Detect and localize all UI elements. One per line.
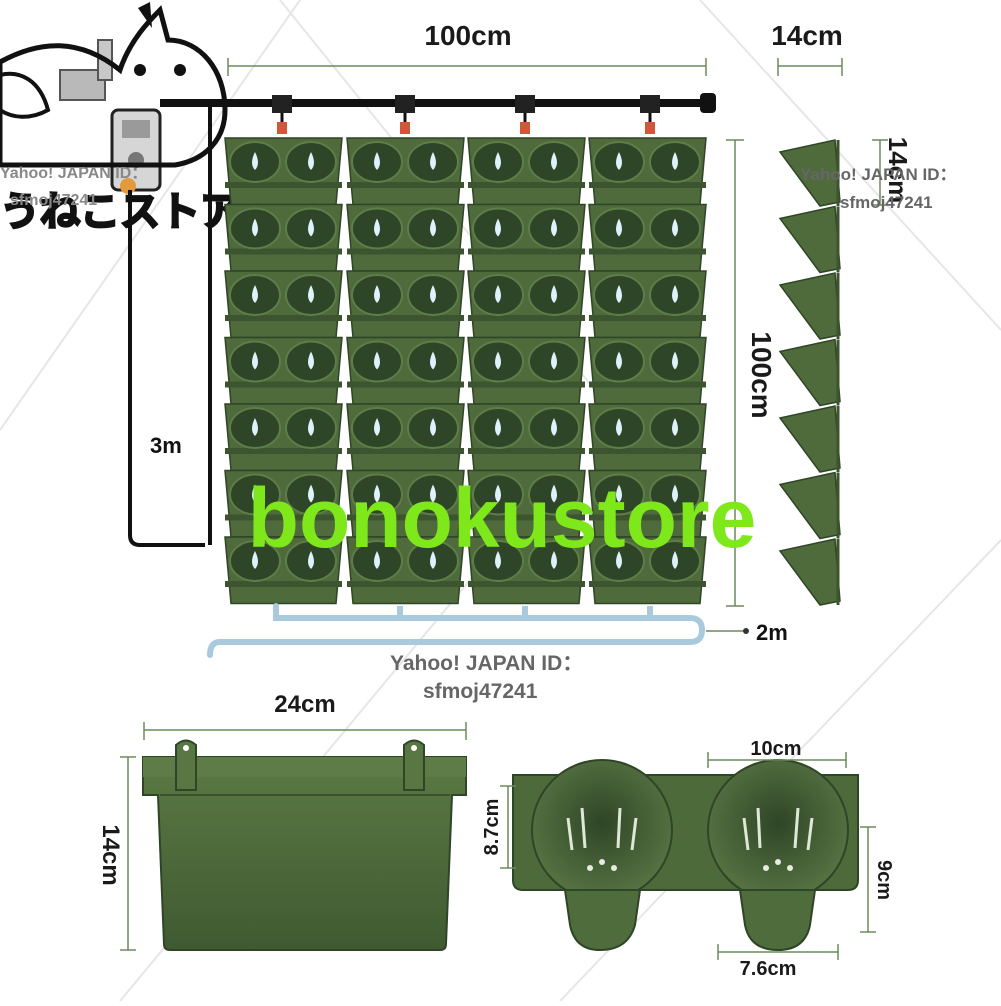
side-module [778, 205, 841, 274]
svg-text:Yahoo! JAPAN ID：: Yahoo! JAPAN ID： [800, 165, 956, 184]
cup-width-label: 10cm [750, 738, 801, 760]
side-module [778, 272, 841, 340]
planter-module [224, 137, 343, 206]
planter-module [224, 336, 343, 405]
bottom-tube-label: 2m [756, 620, 788, 645]
planter-module [588, 137, 707, 206]
side-module [778, 338, 841, 407]
side-module [778, 139, 841, 207]
width-label: 100cm [424, 20, 511, 51]
drip-emitter [395, 95, 415, 134]
svg-text:Yahoo! JAPAN ID：: Yahoo! JAPAN ID： [390, 652, 583, 675]
depth-dimension: 14cm [771, 20, 843, 76]
svg-text:sfmoj47241: sfmoj47241 [423, 680, 538, 703]
planter-module [467, 403, 586, 472]
side-height-label: 14cm [883, 137, 913, 204]
planter-module [346, 270, 465, 339]
planter-module [346, 403, 465, 472]
height-label: 100cm [746, 331, 777, 418]
planter-module [224, 469, 343, 538]
planter-module [224, 270, 343, 339]
drip-emitter [515, 95, 535, 134]
cup-height-label: 9cm [873, 860, 895, 900]
width-dimension: 100cm [227, 20, 707, 76]
planter-module [224, 203, 343, 272]
planter-module [346, 469, 465, 538]
planter-module [346, 203, 465, 272]
planter-module [467, 336, 586, 405]
svg-text:sfmoj47241: sfmoj47241 [840, 193, 933, 212]
tube-length-label: 3m [150, 433, 182, 458]
planter-module [467, 270, 586, 339]
planter-module [467, 137, 586, 206]
pot-height-label: 14cm [97, 824, 124, 885]
planter-module [346, 137, 465, 206]
watermark-id-right: Yahoo! JAPAN ID： sfmoj47241 [800, 165, 956, 212]
planter-module [346, 536, 465, 605]
store-logo: うねこストア [0, 2, 241, 235]
svg-text:Yahoo! JAPAN ID：: Yahoo! JAPAN ID： [0, 165, 147, 182]
watermark-id-center: Yahoo! JAPAN ID： sfmoj47241 [390, 652, 583, 703]
side-module [778, 471, 841, 540]
planter-module [588, 536, 707, 605]
side-view-profile [778, 139, 841, 606]
cup-bottom-label: 7.6cm [740, 958, 797, 980]
svg-text:sfmoj47241: sfmoj47241 [10, 192, 97, 209]
planter-module [467, 536, 586, 605]
planter-module [224, 536, 343, 605]
planter-module [224, 403, 343, 472]
store-overlay-text: bonokustore [248, 471, 757, 565]
planter-module [346, 336, 465, 405]
planter-module [588, 469, 707, 538]
drip-emitter [640, 95, 660, 134]
water-collection-tube: 2m [207, 603, 788, 658]
drip-emitters [272, 95, 660, 134]
pot-top-view: 10cm 8.7cm 9cm 7.6cm [481, 738, 895, 980]
planter-module [588, 336, 707, 405]
height-dimension: 100cm [726, 139, 777, 607]
watermark-id-topleft: Yahoo! JAPAN ID： sfmoj47241 [0, 165, 147, 209]
pot-width-label: 24cm [274, 691, 335, 718]
drip-line: 3m [128, 93, 716, 547]
planter-module [467, 469, 586, 538]
planter-module [588, 270, 707, 339]
side-module [778, 405, 841, 473]
cup-depth-label: 8.7cm [481, 799, 503, 856]
planter-module [588, 203, 707, 272]
drip-emitter [272, 95, 292, 134]
store-logo-text: うねこストア [0, 190, 240, 234]
planter-module [467, 203, 586, 272]
pot-front-view: 24cm 14cm [97, 691, 467, 951]
planter-module [588, 403, 707, 472]
depth-label: 14cm [771, 20, 843, 51]
planter-wall [224, 137, 707, 605]
side-module [778, 538, 841, 606]
side-height-dimension: 14cm [872, 137, 913, 206]
